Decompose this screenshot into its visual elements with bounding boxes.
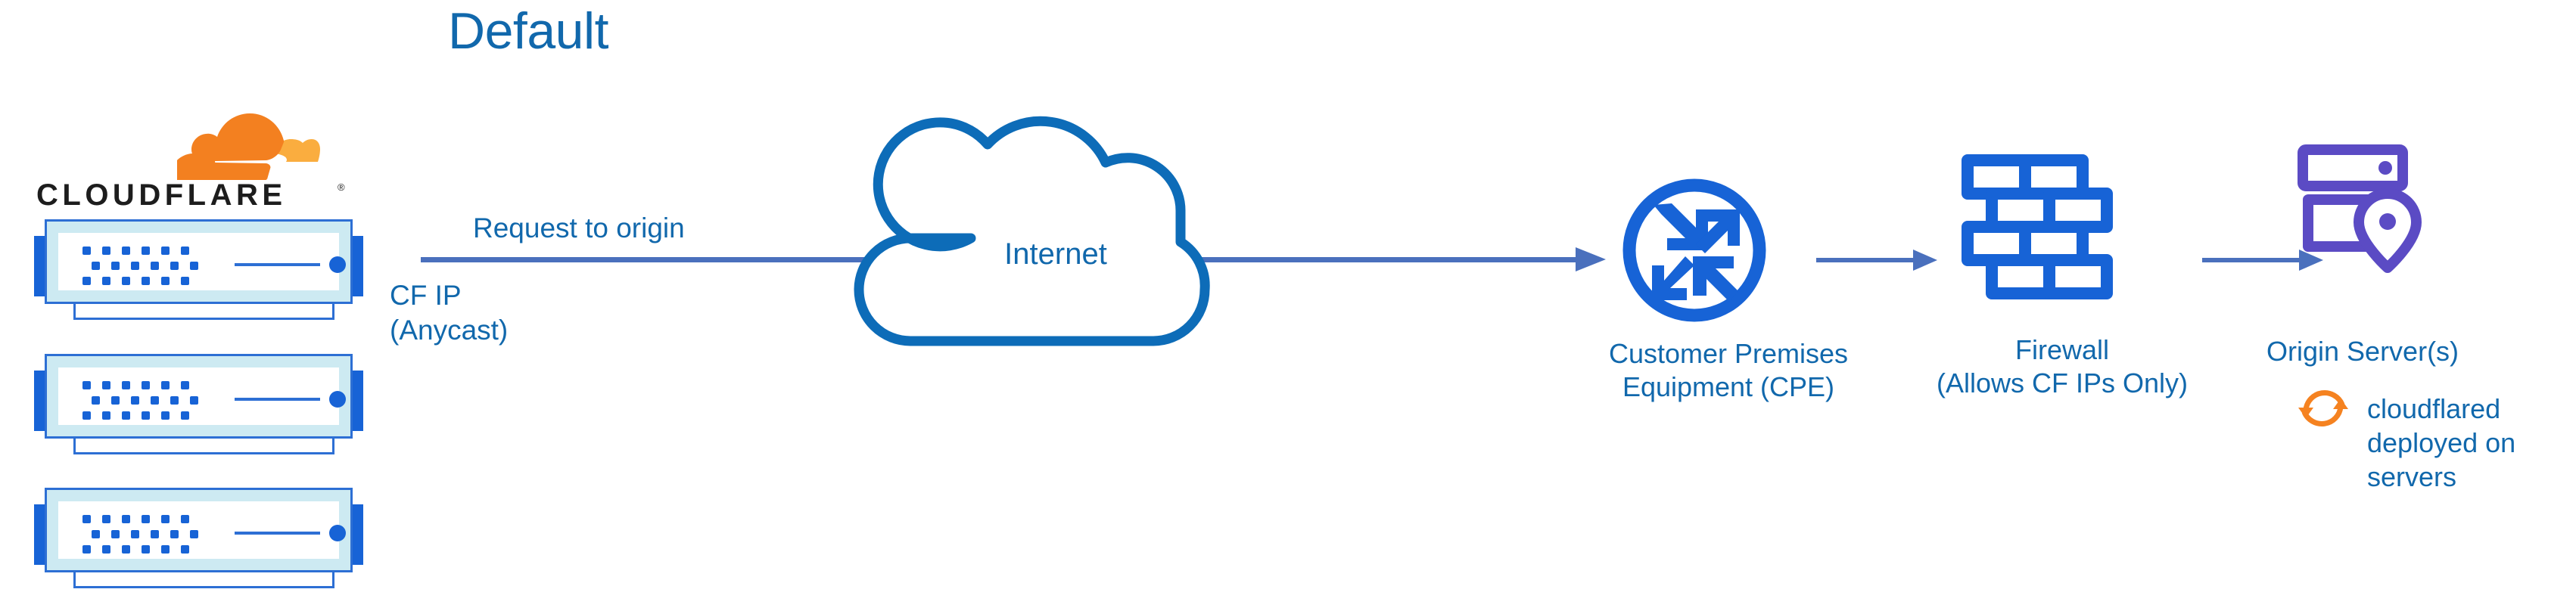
cloudflare-edge-server-2 <box>34 354 363 456</box>
cloudflare-edge-server-3 <box>34 488 363 590</box>
svg-text:CLOUDFLARE: CLOUDFLARE <box>36 178 287 212</box>
internet-cloud-node: Internet <box>836 106 1275 348</box>
server-chassis <box>45 354 353 439</box>
vent-row <box>92 396 201 405</box>
router-four-arrows-icon <box>1619 175 1770 326</box>
server-faceplate <box>58 367 346 425</box>
server-led-icon <box>329 525 346 541</box>
vent-row <box>82 381 192 389</box>
server-shelf <box>73 569 334 588</box>
server-chassis <box>45 219 353 304</box>
vent-row <box>92 262 201 270</box>
server-faceplate <box>58 233 346 290</box>
sync-arrows-icon <box>2297 382 2350 435</box>
arrow-shaft <box>2202 258 2301 262</box>
server-status-line <box>235 398 320 401</box>
server-vent-grid <box>82 247 198 286</box>
cloudflare-logo: CLOUDFLARE ® <box>36 106 354 212</box>
vent-row <box>82 247 192 255</box>
server-rack-location-pin-icon <box>2297 141 2444 288</box>
server-led-icon <box>329 391 346 408</box>
svg-text:®: ® <box>338 181 345 193</box>
arrow-shaft <box>1816 258 1915 262</box>
vent-row <box>82 277 192 285</box>
page-title: Default <box>448 2 608 60</box>
vent-row <box>82 545 192 554</box>
arrow-firewall-to-origin <box>2202 250 2323 271</box>
server-shelf <box>73 436 334 454</box>
server-vent-grid <box>82 515 198 554</box>
cloudflare-cloud-mark-icon <box>170 106 321 181</box>
firewall-label: Firewall (Allows CF IPs Only) <box>1936 334 2189 399</box>
brick-wall-icon <box>1962 153 2113 304</box>
request-to-origin-label: Request to origin <box>473 212 685 243</box>
cloud-outline-icon <box>854 116 1210 346</box>
vent-row <box>82 515 192 523</box>
server-vent-grid <box>82 381 198 420</box>
cloudflare-edge-server-1 <box>34 219 363 321</box>
cf-ip-anycast-label: CF IP (Anycast) <box>390 280 509 346</box>
vent-row <box>82 411 192 420</box>
server-faceplate <box>58 501 346 559</box>
origin-server-label: Origin Server(s) <box>2266 336 2459 367</box>
cloudflared-label: cloudflared deployed on servers <box>2367 393 2516 492</box>
internet-label: Internet <box>1004 237 1107 271</box>
arrow-head-icon <box>1576 247 1606 271</box>
cpe-label: Customer Premises Equipment (CPE) <box>1608 338 1849 403</box>
cloudflare-wordmark: CLOUDFLARE ® <box>36 178 354 212</box>
server-chassis <box>45 488 353 572</box>
server-status-line <box>235 532 320 535</box>
server-led-icon <box>329 256 346 273</box>
vent-row <box>92 530 201 538</box>
server-shelf <box>73 301 334 320</box>
arrow-cpe-to-firewall <box>1816 250 1937 271</box>
server-status-line <box>235 263 320 266</box>
arrow-head-icon <box>2299 250 2323 271</box>
arrow-head-icon <box>1913 250 1937 271</box>
